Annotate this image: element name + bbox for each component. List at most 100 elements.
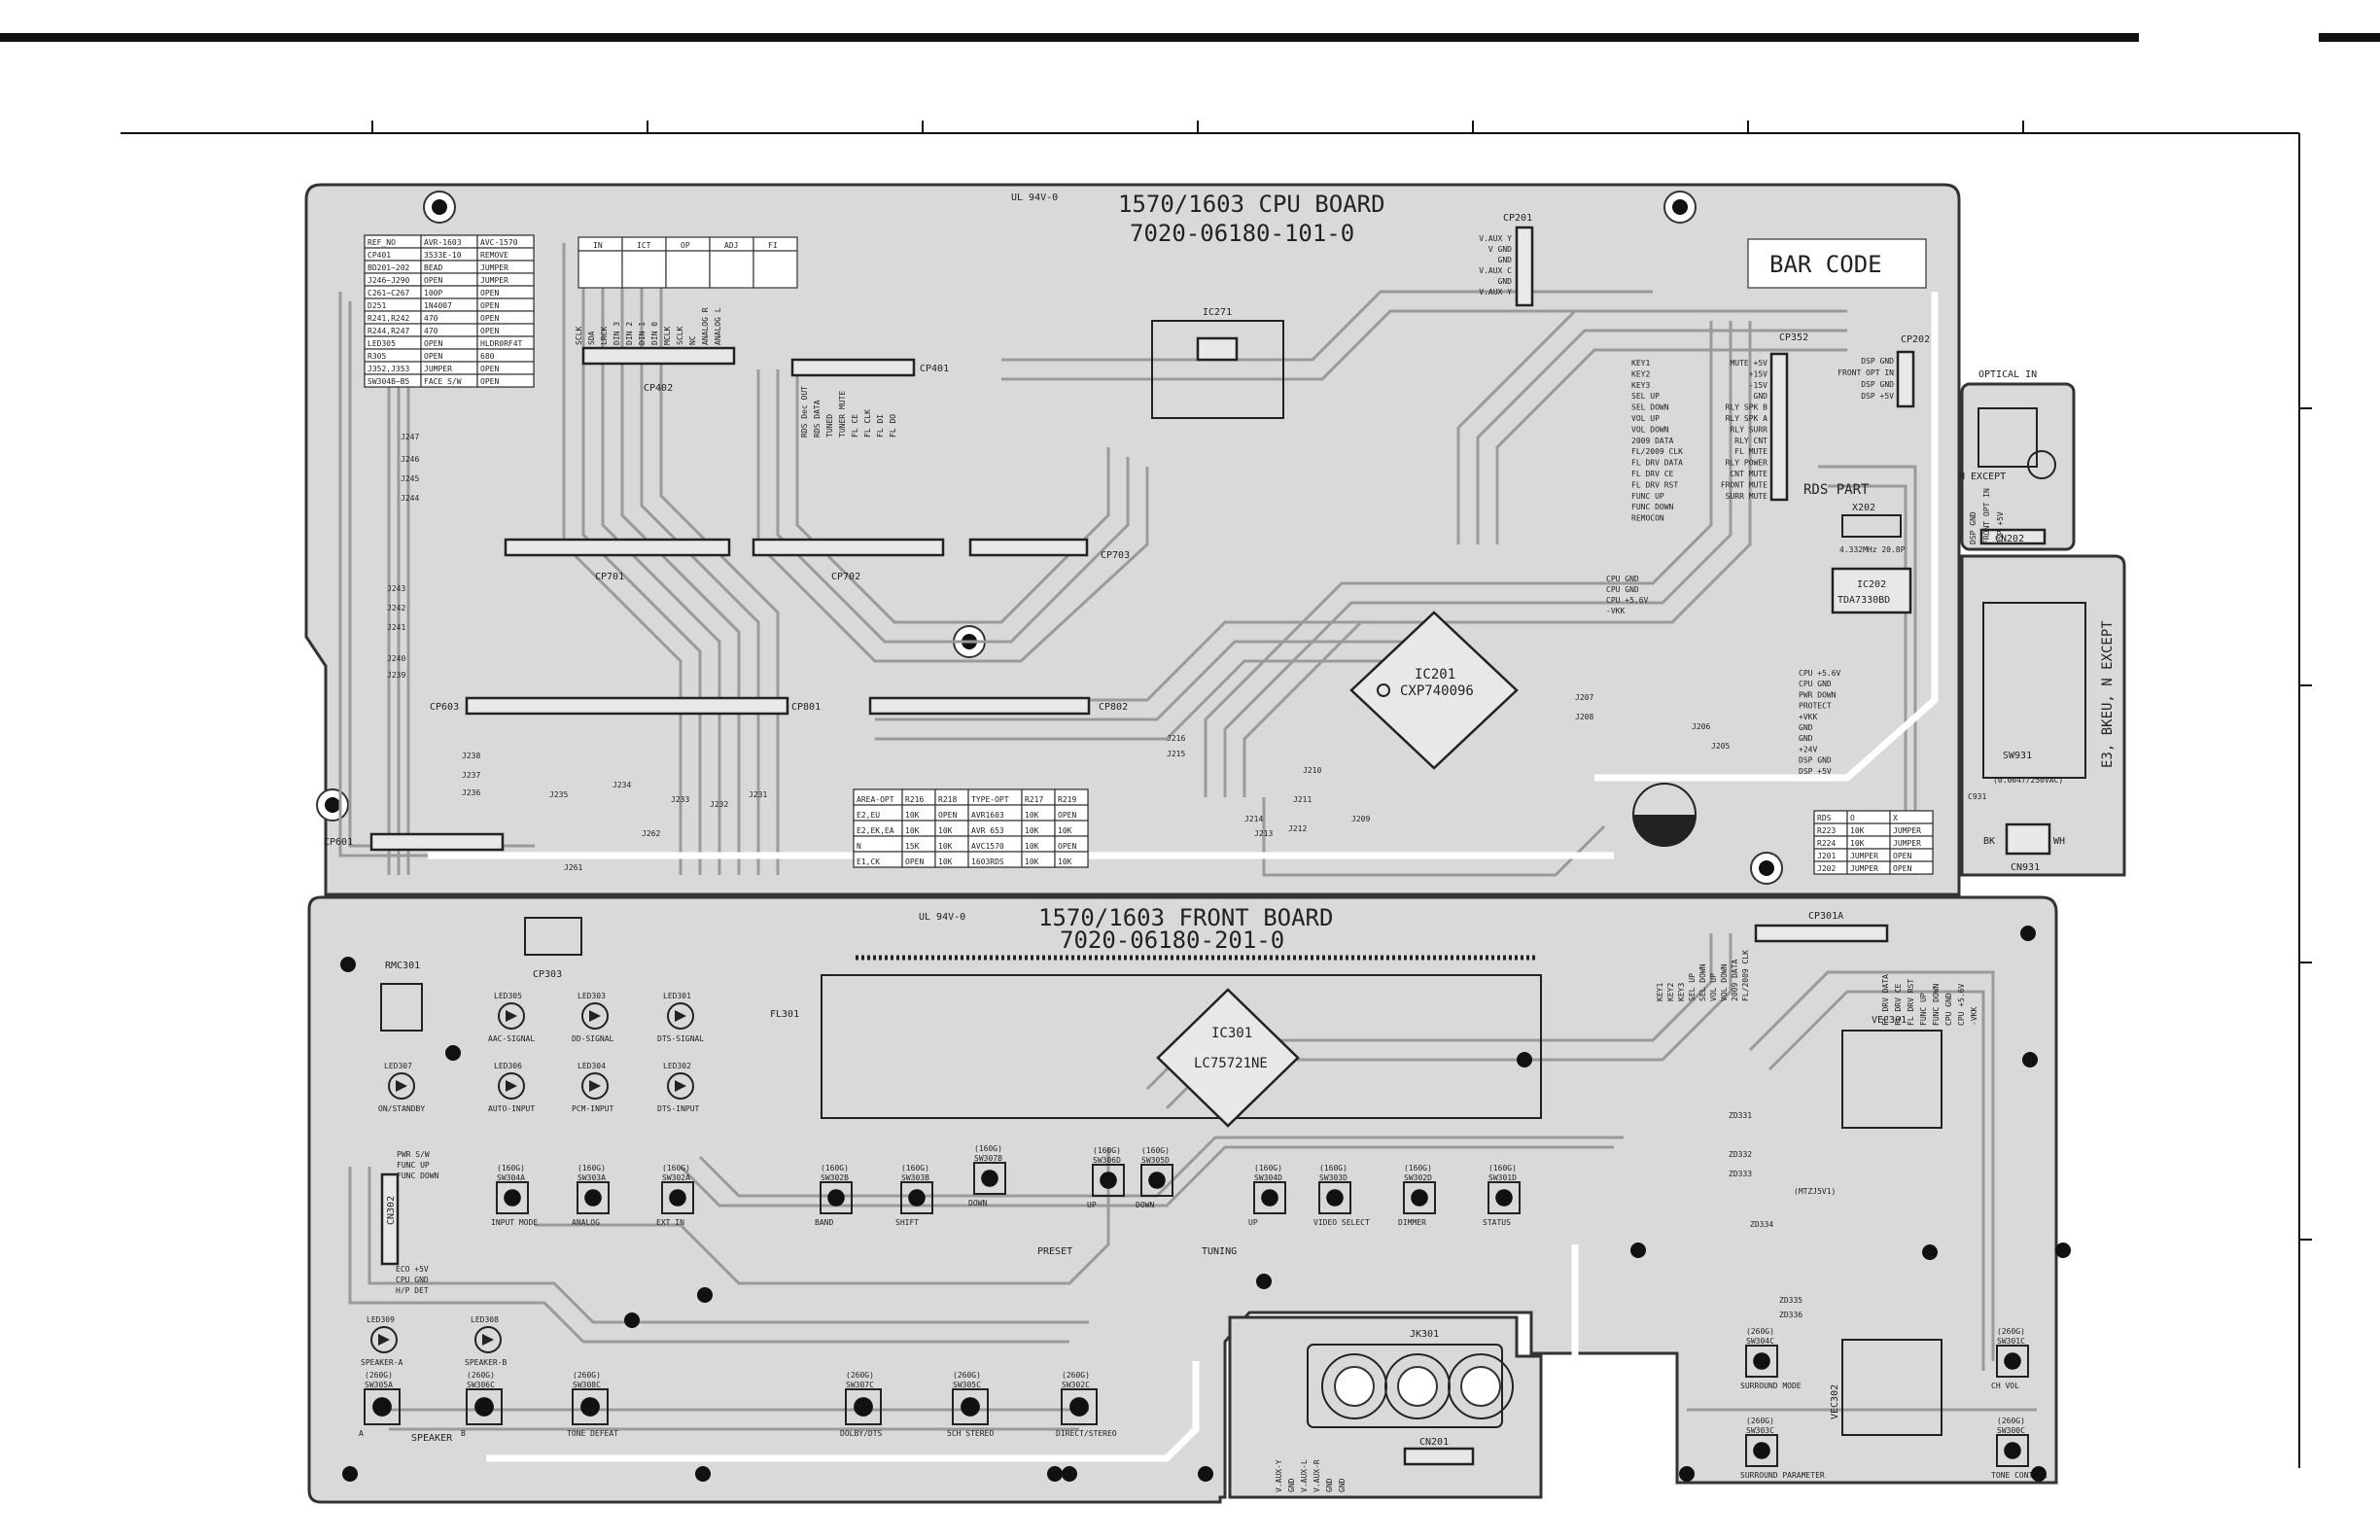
bar-code-box [1747, 238, 1927, 289]
pin-label: SEL UP [1631, 392, 1660, 401]
switch-button [1753, 1352, 1770, 1370]
pin-label: VOL UP [1631, 414, 1660, 423]
pin-label: NC [688, 335, 697, 345]
switch-button [2004, 1352, 2021, 1370]
table-cell-text: AVR1603 [971, 811, 1004, 820]
pin-label: RLY SURR [1730, 425, 1768, 434]
pin-label: GND [1498, 277, 1513, 286]
front-traces [348, 933, 2037, 1462]
ic202-part: TDA7330BD [1838, 595, 1890, 606]
switch-size: (260G) [1997, 1417, 2025, 1425]
optical-cap [2027, 450, 2056, 479]
front-board-part-no: 7020-06180-201-0 [1060, 927, 1284, 954]
tact-switch [466, 1388, 503, 1425]
c931-cap-value: (0.0047/250VAC) [1993, 776, 2063, 785]
cp352-label: CP352 [1779, 332, 1808, 343]
cp603-header [465, 696, 789, 716]
pin-label: V.AUX Y [1479, 234, 1512, 243]
pin-label: DSP +5V [1861, 392, 1894, 401]
pin-label: GND [1799, 723, 1813, 732]
cn931-connector [2005, 822, 2051, 856]
switch-name: INPUT MODE [491, 1218, 538, 1227]
led-led301 [667, 1002, 694, 1030]
pin-label: PWR DOWN [1799, 690, 1837, 699]
table-cell-text: E2,EK,EA [857, 826, 894, 835]
switch-ref: SW303B [901, 1173, 929, 1182]
switch-size: (160G) [901, 1164, 929, 1172]
pin-label: PWR S/W [397, 1150, 430, 1159]
table-cell-text: AVR-1603 [424, 238, 462, 247]
pin-label: FL DRV CE [1631, 470, 1674, 478]
tact-switch [1996, 1345, 2029, 1378]
jumper-label: J261 [564, 863, 582, 872]
front-board [307, 895, 2058, 1504]
switch-ref: SW303A [578, 1173, 606, 1182]
table-cell-text: AVR 653 [971, 826, 1004, 835]
preset-label: PRESET [1037, 1246, 1072, 1257]
cn302-header [380, 1172, 400, 1266]
jumper-label: J210 [1303, 766, 1321, 775]
switch-size: (160G) [1488, 1164, 1517, 1172]
table-cell-text: BD201~202 [368, 263, 410, 272]
table-cell-text: 15K [905, 842, 920, 851]
pin-label: +15V [1749, 369, 1768, 378]
cn202-header [1979, 528, 2047, 545]
pin-label: CPU GND [1606, 575, 1639, 583]
table-cell-text: LED305 [368, 339, 396, 348]
tact-switch [1403, 1181, 1436, 1214]
table-cell [578, 250, 623, 289]
pin-label: GND [1799, 734, 1813, 743]
switch-ref: SW305A [365, 1381, 393, 1389]
tact-switch [973, 1162, 1006, 1195]
cn931-label: CN931 [2011, 862, 2040, 873]
pin-label: DSP GND [1799, 756, 1832, 765]
table-cell-text: JUMPER [424, 365, 452, 373]
table-cell-text: 10K [1025, 826, 1039, 835]
jumper-label: J247 [401, 433, 419, 441]
cp802-label: CP802 [1099, 702, 1128, 713]
vec301-encoder [1841, 1030, 1942, 1129]
switch-name: UP [1087, 1201, 1097, 1209]
table-cell-text: 10K [1058, 858, 1072, 866]
switch-size: (260G) [573, 1371, 601, 1380]
optical-receiver [1978, 407, 2038, 468]
switch-ref: SW303D [1319, 1173, 1348, 1182]
table-cell-text: OPEN [938, 811, 957, 820]
table-cell-text: IN [593, 241, 603, 250]
x202-crystal [1841, 514, 1902, 538]
table-cell-text: SW304B~B5 [368, 377, 410, 386]
pin-label: SEL DOWN [1698, 963, 1707, 1001]
switch-ref: SW306C [467, 1381, 495, 1389]
zener-label: ZD336 [1779, 1311, 1802, 1319]
rmc301-label: RMC301 [385, 961, 420, 971]
cn201-label: CN201 [1419, 1437, 1449, 1448]
pin-label: MCLK [663, 327, 672, 345]
pin-label: KEY2 [1666, 983, 1675, 1001]
pin-label: GND [1287, 1478, 1296, 1492]
tact-switch [952, 1388, 989, 1425]
frame-ticks [371, 121, 2312, 1241]
c931-label: C931 [1968, 792, 1986, 801]
zener-label: ZD332 [1729, 1150, 1752, 1159]
tact-switch [1092, 1164, 1125, 1197]
jumper-label: J239 [387, 671, 405, 680]
cp701-label: CP701 [595, 572, 624, 582]
cp701-header [504, 538, 731, 557]
pin-label: ANALOG L [714, 307, 722, 345]
table-cell-text: FACE S/W [424, 377, 462, 386]
led-ref: LED306 [494, 1062, 522, 1070]
jumper-label: J207 [1575, 693, 1593, 702]
pin-label: CPU GND [396, 1276, 429, 1284]
cp802-header [868, 696, 1091, 716]
jumper-label: J235 [549, 790, 568, 799]
vec301-label: VEC301 [1872, 1015, 1907, 1026]
led-led307 [388, 1072, 415, 1100]
table-cell-text: FI [768, 241, 778, 250]
switch-button [2004, 1442, 2021, 1459]
pin-label: FL DO [889, 414, 897, 438]
led-name: AAC-SIGNAL [488, 1034, 535, 1043]
jumper-label: J212 [1288, 824, 1307, 833]
zener-label: ZD331 [1729, 1111, 1752, 1120]
